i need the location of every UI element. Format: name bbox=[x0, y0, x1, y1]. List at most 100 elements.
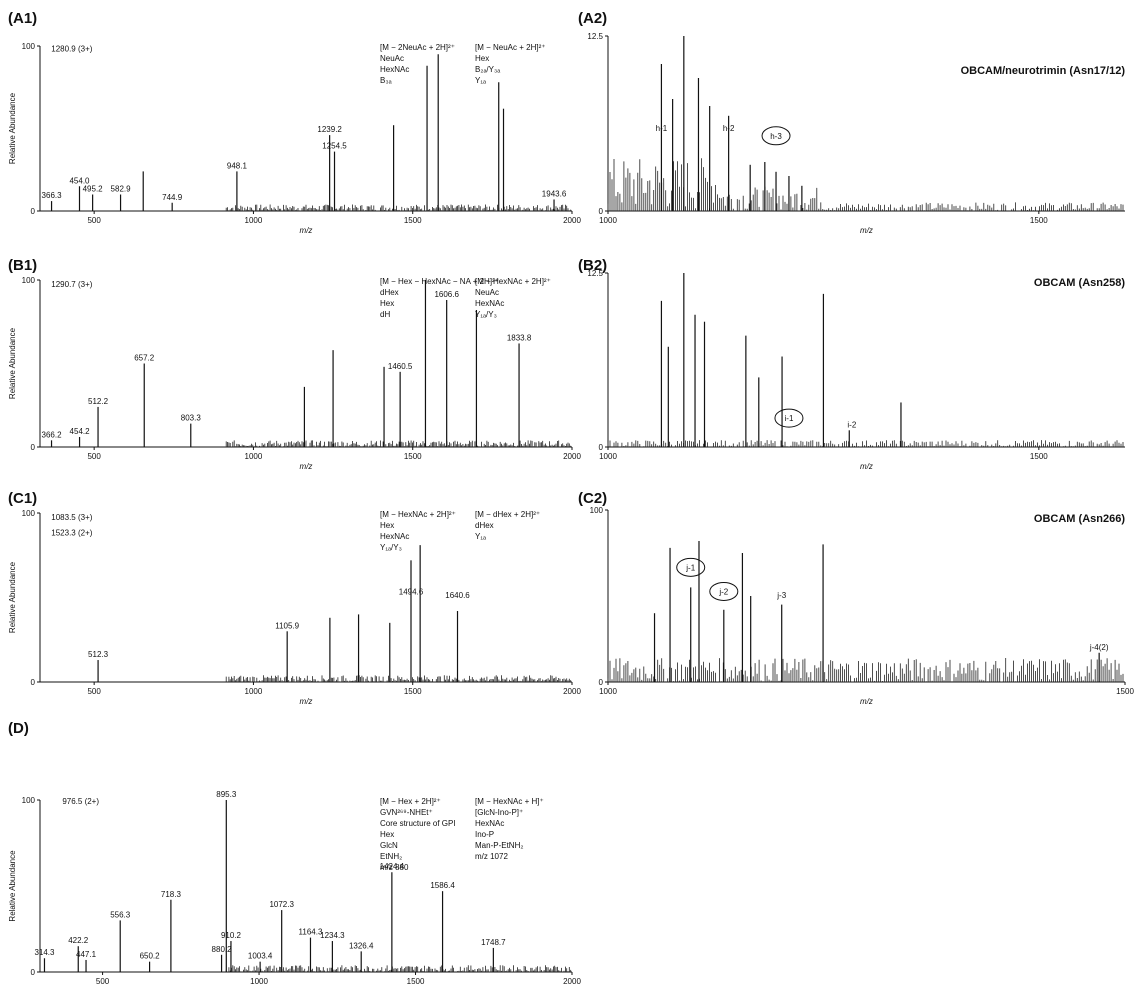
panel-label: (C2) bbox=[578, 490, 607, 507]
peak-label: 1239.2 bbox=[317, 125, 342, 134]
peak-label: 454.2 bbox=[70, 427, 91, 436]
x-tick-label: 1000 bbox=[250, 977, 268, 986]
peak-label: 744.9 bbox=[162, 193, 183, 202]
peak-label: 512.2 bbox=[88, 397, 109, 406]
y-tick-label: 12.5 bbox=[587, 32, 603, 41]
fragment-annotation: Y₁ₐ bbox=[475, 532, 487, 541]
y-tick-label: 0 bbox=[599, 678, 604, 687]
x-tick-label: 2000 bbox=[563, 452, 581, 461]
peak-label: 422.2 bbox=[68, 936, 89, 945]
fragment-annotation: NeuAc bbox=[380, 54, 404, 63]
peak-label: 314.3 bbox=[34, 948, 55, 957]
noise-baseline bbox=[607, 158, 1124, 211]
y-axis-label: Relative Abundance bbox=[8, 327, 17, 399]
fragment-annotation: Man-P-EtNH₂ bbox=[475, 841, 523, 850]
circled-peak-marker bbox=[709, 581, 739, 601]
noise-baseline bbox=[225, 965, 572, 972]
x-tick-label: 2000 bbox=[563, 216, 581, 225]
peak-label: 366.2 bbox=[42, 430, 63, 439]
x-tick-label: 1000 bbox=[599, 687, 617, 696]
x-axis-label: m/z bbox=[300, 462, 313, 471]
peak-label: j-4(2) bbox=[1089, 643, 1109, 652]
y-tick-label: 12.5 bbox=[587, 269, 603, 278]
y-tick-label: 0 bbox=[599, 207, 604, 216]
fragment-annotation: HexNAc bbox=[380, 532, 409, 541]
x-tick-label: 1000 bbox=[599, 452, 617, 461]
fragment-annotation: B₃ₐ bbox=[380, 76, 393, 85]
peak-label: 1606.6 bbox=[434, 290, 459, 299]
y-tick-label: 100 bbox=[22, 509, 36, 518]
y-tick-label: 100 bbox=[22, 796, 36, 805]
fragment-annotation: [M − Hex + 2H]²⁺ bbox=[380, 797, 441, 806]
fragment-annotation: Hex bbox=[475, 54, 489, 63]
y-axis-label: Relative Abundance bbox=[8, 92, 17, 164]
peak-label: 718.3 bbox=[161, 890, 182, 899]
y-tick-label: 0 bbox=[599, 443, 604, 452]
x-tick-label: 1500 bbox=[404, 452, 422, 461]
fragment-annotation: Hex bbox=[380, 830, 394, 839]
peak-label: 1083.5 (3+) bbox=[51, 513, 92, 522]
fragment-annotation: Y₁ₐ/Y₃ bbox=[380, 543, 402, 552]
fragment-annotation: Hex bbox=[380, 521, 394, 530]
fragment-annotation: NeuAc bbox=[475, 288, 499, 297]
panel-label: (B1) bbox=[8, 257, 37, 274]
peak-label: 512.3 bbox=[88, 650, 109, 659]
peak-label: 1003.4 bbox=[248, 952, 273, 961]
x-axis-label: m/z bbox=[860, 226, 873, 235]
y-axis-label: Relative Abundance bbox=[8, 850, 17, 922]
x-tick-label: 2000 bbox=[563, 977, 581, 986]
peak-label: 880.2 bbox=[212, 945, 233, 954]
x-tick-label: 500 bbox=[87, 452, 101, 461]
peak-label: 1326.4 bbox=[349, 941, 374, 950]
x-tick-label: 1000 bbox=[245, 687, 263, 696]
peak-label: 556.3 bbox=[110, 910, 131, 919]
fragment-annotation: HexNAc bbox=[475, 299, 504, 308]
fragment-annotation: [M − dHex + 2H]²⁺ bbox=[475, 510, 540, 519]
circled-peak-marker bbox=[774, 408, 804, 428]
y-tick-label: 0 bbox=[31, 968, 36, 977]
x-axis-label: m/z bbox=[860, 462, 873, 471]
peak-label: 1072.3 bbox=[269, 900, 294, 909]
peak-label: 910.2 bbox=[221, 931, 242, 940]
peak-label: 1424.4 bbox=[380, 862, 405, 871]
peak-label: 1254.5 bbox=[322, 142, 347, 151]
x-tick-label: 1500 bbox=[404, 216, 422, 225]
x-tick-label: 1500 bbox=[1116, 687, 1134, 696]
fragment-annotation: [GlcN-Ino-P]⁺ bbox=[475, 808, 523, 817]
y-tick-label: 100 bbox=[590, 506, 604, 515]
fragment-annotation: GVN²⁶⁹-NHEt⁺ bbox=[380, 808, 433, 817]
x-axis-label: m/z bbox=[860, 697, 873, 706]
circled-peak-label: j-1 bbox=[685, 563, 695, 572]
y-tick-label: 0 bbox=[31, 678, 36, 687]
peak-label: 1280.9 (3+) bbox=[51, 44, 92, 53]
fragment-annotation: dHex bbox=[380, 288, 399, 297]
fragment-annotation: Y₁ₐ/Y₃ bbox=[475, 310, 497, 319]
peak-label: j-3 bbox=[776, 591, 786, 600]
peak-label: 1290.7 (3+) bbox=[51, 280, 92, 289]
peak-label: 1494.6 bbox=[399, 588, 424, 597]
y-tick-label: 100 bbox=[22, 276, 36, 285]
x-tick-label: 1500 bbox=[404, 687, 422, 696]
x-axis-label: m/z bbox=[300, 697, 313, 706]
peak-label: 895.3 bbox=[216, 790, 237, 799]
peak-label: 1748.7 bbox=[481, 938, 506, 947]
fragment-annotation: [M − Hex − HexNAc − NA + 2H]²⁺ bbox=[380, 277, 499, 286]
peak-label: i-2 bbox=[847, 420, 856, 429]
peak-label: 1523.3 (2+) bbox=[51, 528, 92, 537]
fragment-annotation: m/z 1072 bbox=[475, 852, 508, 861]
panel-title: OBCAM/neurotrimin (Asn17/12) bbox=[961, 65, 1126, 77]
fragment-annotation: GlcN bbox=[380, 841, 398, 850]
panel-label: (A1) bbox=[8, 10, 37, 27]
peak-label: 657.2 bbox=[134, 354, 155, 363]
fragment-annotation: HexNAc bbox=[380, 65, 409, 74]
fragment-annotation: m/z 880 bbox=[380, 863, 409, 872]
peak-label: 1460.5 bbox=[388, 362, 413, 371]
peak-label: 976.5 (2+) bbox=[62, 797, 99, 806]
